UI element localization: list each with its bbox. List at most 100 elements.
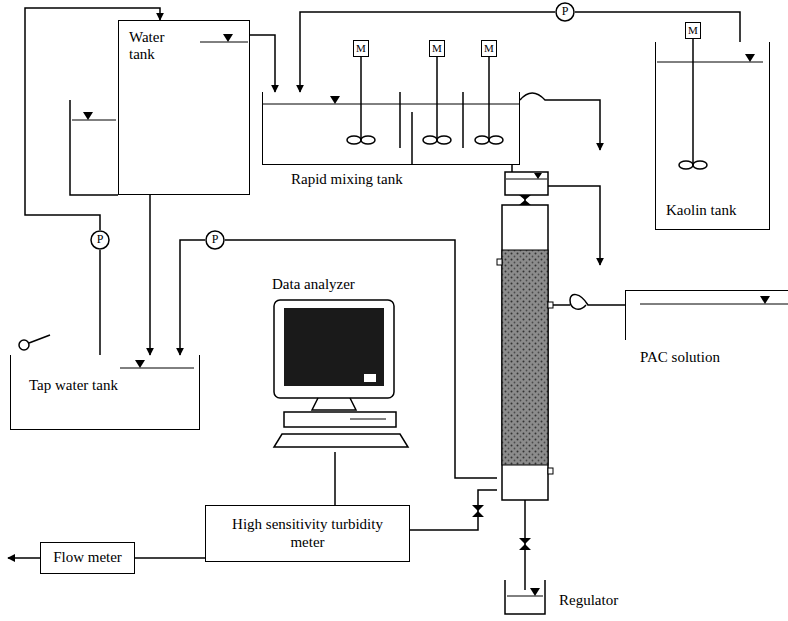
impeller [423, 136, 437, 144]
motor-box: M [353, 40, 369, 57]
mixer-shaft [436, 56, 438, 140]
regulator-label: Regulator [555, 590, 656, 614]
port [548, 468, 553, 474]
pipe-connector [300, 12, 555, 92]
level-mark [745, 54, 755, 62]
pump-outline [206, 231, 224, 249]
pac-feed-line [553, 304, 570, 306]
node-label: M [688, 24, 698, 37]
pipe-connector [250, 35, 275, 92]
water-level [640, 304, 788, 305]
water-level [506, 179, 547, 180]
node-label: M [356, 42, 366, 55]
port [548, 302, 553, 308]
water-level [263, 104, 519, 105]
filter-media [502, 250, 548, 465]
node-label: Rapid mixing tank [291, 171, 547, 188]
tank-box: Tap water tank [10, 355, 200, 430]
screen [284, 308, 384, 386]
pipe [511, 165, 513, 172]
water-level [200, 42, 248, 43]
level-mark [330, 96, 340, 104]
impeller [679, 161, 693, 169]
monitor [274, 300, 394, 398]
sample-line [410, 490, 497, 530]
node-label: P [212, 233, 219, 247]
pump-outline [556, 3, 574, 21]
level-mark [530, 588, 540, 596]
screen-icon [364, 374, 376, 382]
drive-slot [350, 419, 386, 420]
valve [472, 505, 484, 517]
pipe-connector [135, 557, 205, 559]
node-label: Flow meter [53, 549, 122, 566]
pipe-connector [575, 12, 740, 42]
impeller [489, 136, 503, 144]
pump-outline [91, 231, 109, 249]
pipe-connector [334, 452, 336, 505]
pipe-connector [99, 250, 101, 355]
pump-circle: P [205, 230, 225, 250]
pipe-connector [149, 195, 151, 355]
float-valve [29, 335, 50, 343]
impeller [347, 136, 361, 144]
node-label: M [484, 42, 494, 55]
node-label: P [97, 233, 104, 247]
impeller [475, 136, 489, 144]
water-level [657, 62, 763, 63]
valve [519, 195, 531, 205]
impeller [693, 161, 707, 169]
computer-case [284, 412, 396, 427]
node-label: Water tank [129, 29, 193, 64]
instrument-box: High sensitivity turbidity meter [205, 505, 410, 562]
node-label: PAC solution [640, 349, 788, 366]
overflow-pipe [548, 186, 600, 265]
filter-column [502, 205, 548, 500]
instrument-box: Flow meter [40, 542, 135, 574]
baffle [411, 112, 413, 165]
level-mark [534, 173, 542, 179]
node-label: Kaolin tank [666, 202, 769, 219]
node-label: High sensitivity turbidity meter [218, 516, 398, 551]
node-label: Regulator [559, 592, 656, 609]
node-label: M [432, 42, 442, 55]
level-mark [83, 112, 93, 120]
level-mark [223, 34, 233, 42]
keyboard [274, 434, 408, 447]
water-level [507, 596, 543, 597]
level-mark [760, 296, 770, 304]
impeller [361, 136, 375, 144]
level-mark [135, 360, 145, 368]
float-valve [19, 340, 29, 350]
computer: Data analyzer [262, 276, 426, 452]
pump-circle: P [555, 2, 575, 22]
outlet-arrow [8, 557, 40, 559]
return-line [225, 240, 497, 478]
node-label: Data analyzer [272, 276, 426, 293]
tank-box: Kaolin tank [655, 42, 770, 230]
motor-box: M [481, 40, 497, 57]
tank-wall [70, 100, 118, 195]
baffle [462, 92, 464, 148]
motor-box: M [685, 22, 701, 39]
node-label: Tap water tank [29, 377, 199, 394]
head-box [505, 172, 548, 195]
mixer-shaft [692, 38, 694, 165]
water-level [120, 368, 194, 369]
mixer-shaft [488, 56, 490, 140]
pump-circle: P [90, 230, 110, 250]
port [497, 259, 502, 265]
tank-box: Water tank [118, 20, 250, 195]
motor-box: M [429, 40, 445, 57]
impeller [437, 136, 451, 144]
tank-box: PAC solution [625, 290, 788, 340]
tank-box: Rapid mixing tank [262, 92, 520, 165]
node-label: P [562, 5, 569, 19]
pipe-connector [180, 240, 205, 355]
water-level [72, 120, 116, 121]
monitor-stand [312, 398, 356, 410]
mixer-shaft [360, 56, 362, 140]
regulator-vessel [505, 580, 545, 614]
valve [519, 538, 531, 550]
pac-feed-line [570, 295, 625, 310]
